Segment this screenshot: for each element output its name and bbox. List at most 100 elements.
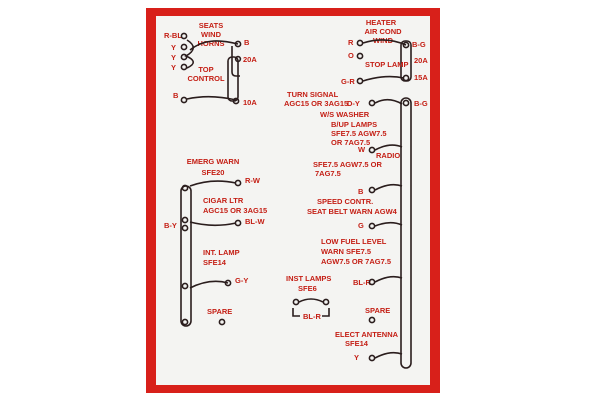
wire-label-r-bl: R-BL [164, 31, 182, 40]
low-fuel-title-2: WARN SFE7.5 [321, 247, 371, 256]
seats-title-line-3: HORNS [197, 39, 224, 48]
wire-label-w: W [358, 145, 366, 154]
terminal-int-lamp [181, 282, 189, 290]
emerg-warn-title-2: SFE20 [202, 168, 225, 177]
fuse-heater-link [362, 39, 407, 46]
terminal-bus-b-g [402, 99, 410, 107]
int-lamp-title-1: INT. LAMP [203, 248, 240, 257]
ws-washer-title-3: SFE7.5 AGW7.5 [331, 129, 387, 138]
terminal-spare-left-2 [218, 318, 226, 326]
heater-group: HEATER AIR COND WIND R O B-G 20A [348, 18, 428, 82]
low-fuel-title-1: LOW FUEL LEVEL [321, 237, 387, 246]
fuse-rating-10a: 10A [243, 98, 257, 107]
wire-label-g-r: G-R [341, 77, 355, 86]
spare-label-left: SPARE [207, 307, 232, 316]
terminal-heater-feed [402, 41, 410, 49]
fuse-seats-link [189, 40, 239, 51]
wire-label-bl-r-inst: BL-R [303, 312, 321, 321]
feed-label-b-g-top: B-G [412, 40, 426, 49]
fuse-inst-lamps [298, 298, 324, 303]
fuse-radio [374, 183, 403, 191]
wire-label-bl-r-right: BL-R [353, 278, 371, 287]
fuse-inst-lamps-bracket [292, 308, 330, 317]
terminal-cigar [181, 216, 189, 224]
fuse-rating-20a-right: 20A [414, 56, 428, 65]
ws-washer-title-4: OR 7AG7.5 [331, 138, 370, 147]
terminal-speed-contr [368, 222, 376, 230]
terminal-seats-4 [180, 63, 188, 71]
terminal-ws-washer [368, 146, 376, 154]
terminal-spare-right [368, 316, 376, 324]
spare-label-right: SPARE [365, 306, 390, 315]
wire-label-y-antenna: Y [354, 353, 359, 362]
terminal-g-y [224, 279, 232, 287]
inst-lamps-title-2: SFE6 [298, 284, 317, 293]
fuse-top-control-link [186, 95, 237, 101]
radio-title-2: SFE7.5 AGW7.5 OR [313, 160, 382, 169]
top-control-group: TOP CONTROL B 10A [173, 56, 257, 107]
terminal-r-w [234, 179, 242, 187]
fuse-speed-contr [374, 221, 403, 227]
cigar-ltr-title-2: AGC15 OR 3AG15 [203, 206, 267, 215]
turn-signal-title-1: TURN SIGNAL [287, 90, 339, 99]
stop-lamp-group: STOP LAMP G-R 15A [341, 60, 428, 86]
wire-label-b-top: B [173, 91, 179, 100]
fuse-cigar [189, 221, 237, 227]
heater-title-1: HEATER [366, 18, 397, 27]
ws-washer-title-2: B/UP LAMPS [331, 120, 377, 129]
heater-title-2: AIR COND [364, 27, 402, 36]
terminal-turn-signal [368, 99, 376, 107]
int-lamp-title-2: SFE14 [203, 258, 227, 267]
elect-antenna-title-1: ELECT ANTENNA [335, 330, 399, 339]
seats-title-line-1: SEATS [199, 21, 223, 30]
fuse-ws-washer [374, 144, 403, 151]
terminal-seats-1 [180, 32, 188, 40]
terminal-top-control-end [232, 97, 240, 105]
wire-label-d-y: D-Y [347, 99, 360, 108]
radio-title-1: RADIO [376, 151, 400, 160]
right-bus-group: B-G TURN SIGNAL AGC15 OR 3AG15 D-Y W/S W… [284, 90, 428, 369]
wire-label-y-2: Y [171, 53, 176, 62]
terminal-seats-2 [180, 43, 188, 51]
fuse-stop-lamp-link [362, 75, 405, 82]
seats-title-line-2: WIND [201, 30, 222, 39]
turn-signal-title-2: AGC15 OR 3AG15 [284, 99, 348, 108]
wire-label-o: O [348, 51, 354, 60]
speed-contr-title-2: SEAT BELT WARN AGW4 [307, 207, 398, 216]
wire-label-y-1: Y [171, 43, 176, 52]
stop-lamp-title: STOP LAMP [365, 60, 408, 69]
terminal-antenna [368, 354, 376, 362]
terminal-radio [368, 186, 376, 194]
terminal-low-fuel [368, 278, 376, 286]
wire-label-r: R [348, 38, 354, 47]
fuse-antenna [374, 351, 403, 359]
terminal-bus-feed [181, 224, 189, 232]
wire-label-bl-w: BL-W [245, 217, 265, 226]
top-control-title-2: CONTROL [187, 74, 224, 83]
terminal-top-control [180, 96, 188, 104]
elect-antenna-title-2: SFE14 [345, 339, 369, 348]
fuse-seats-body [231, 46, 240, 77]
wire-label-y-3: Y [171, 63, 176, 72]
fuse-low-fuel [374, 275, 403, 283]
fuse-rating-15a: 15A [414, 73, 428, 82]
fuse-rating-20a-left: 20A [243, 55, 257, 64]
low-fuel-title-3: AGW7.5 OR 7AG7.5 [321, 257, 391, 266]
feed-label-b: B [244, 38, 250, 47]
bus-bar-seats [184, 39, 195, 69]
feed-label-b-y: B-Y [164, 221, 177, 230]
terminal-heater-o [356, 52, 364, 60]
fuse-turn-signal [374, 98, 403, 105]
wire-label-g-y: G-Y [235, 276, 248, 285]
inst-lamps-title-1: INST LAMPS [286, 274, 331, 283]
terminal-stop-lamp-end [402, 74, 410, 82]
terminal-bl-w [234, 219, 242, 227]
fuse-emerg-warn [189, 180, 237, 187]
cigar-ltr-title-1: CIGAR LTR [203, 196, 244, 205]
terminal-inst-lamps-1 [292, 298, 300, 306]
terminal-stop-lamp [356, 77, 364, 85]
ws-washer-title-1: W/S WASHER [320, 110, 370, 119]
feed-label-b-g: B-G [414, 99, 428, 108]
